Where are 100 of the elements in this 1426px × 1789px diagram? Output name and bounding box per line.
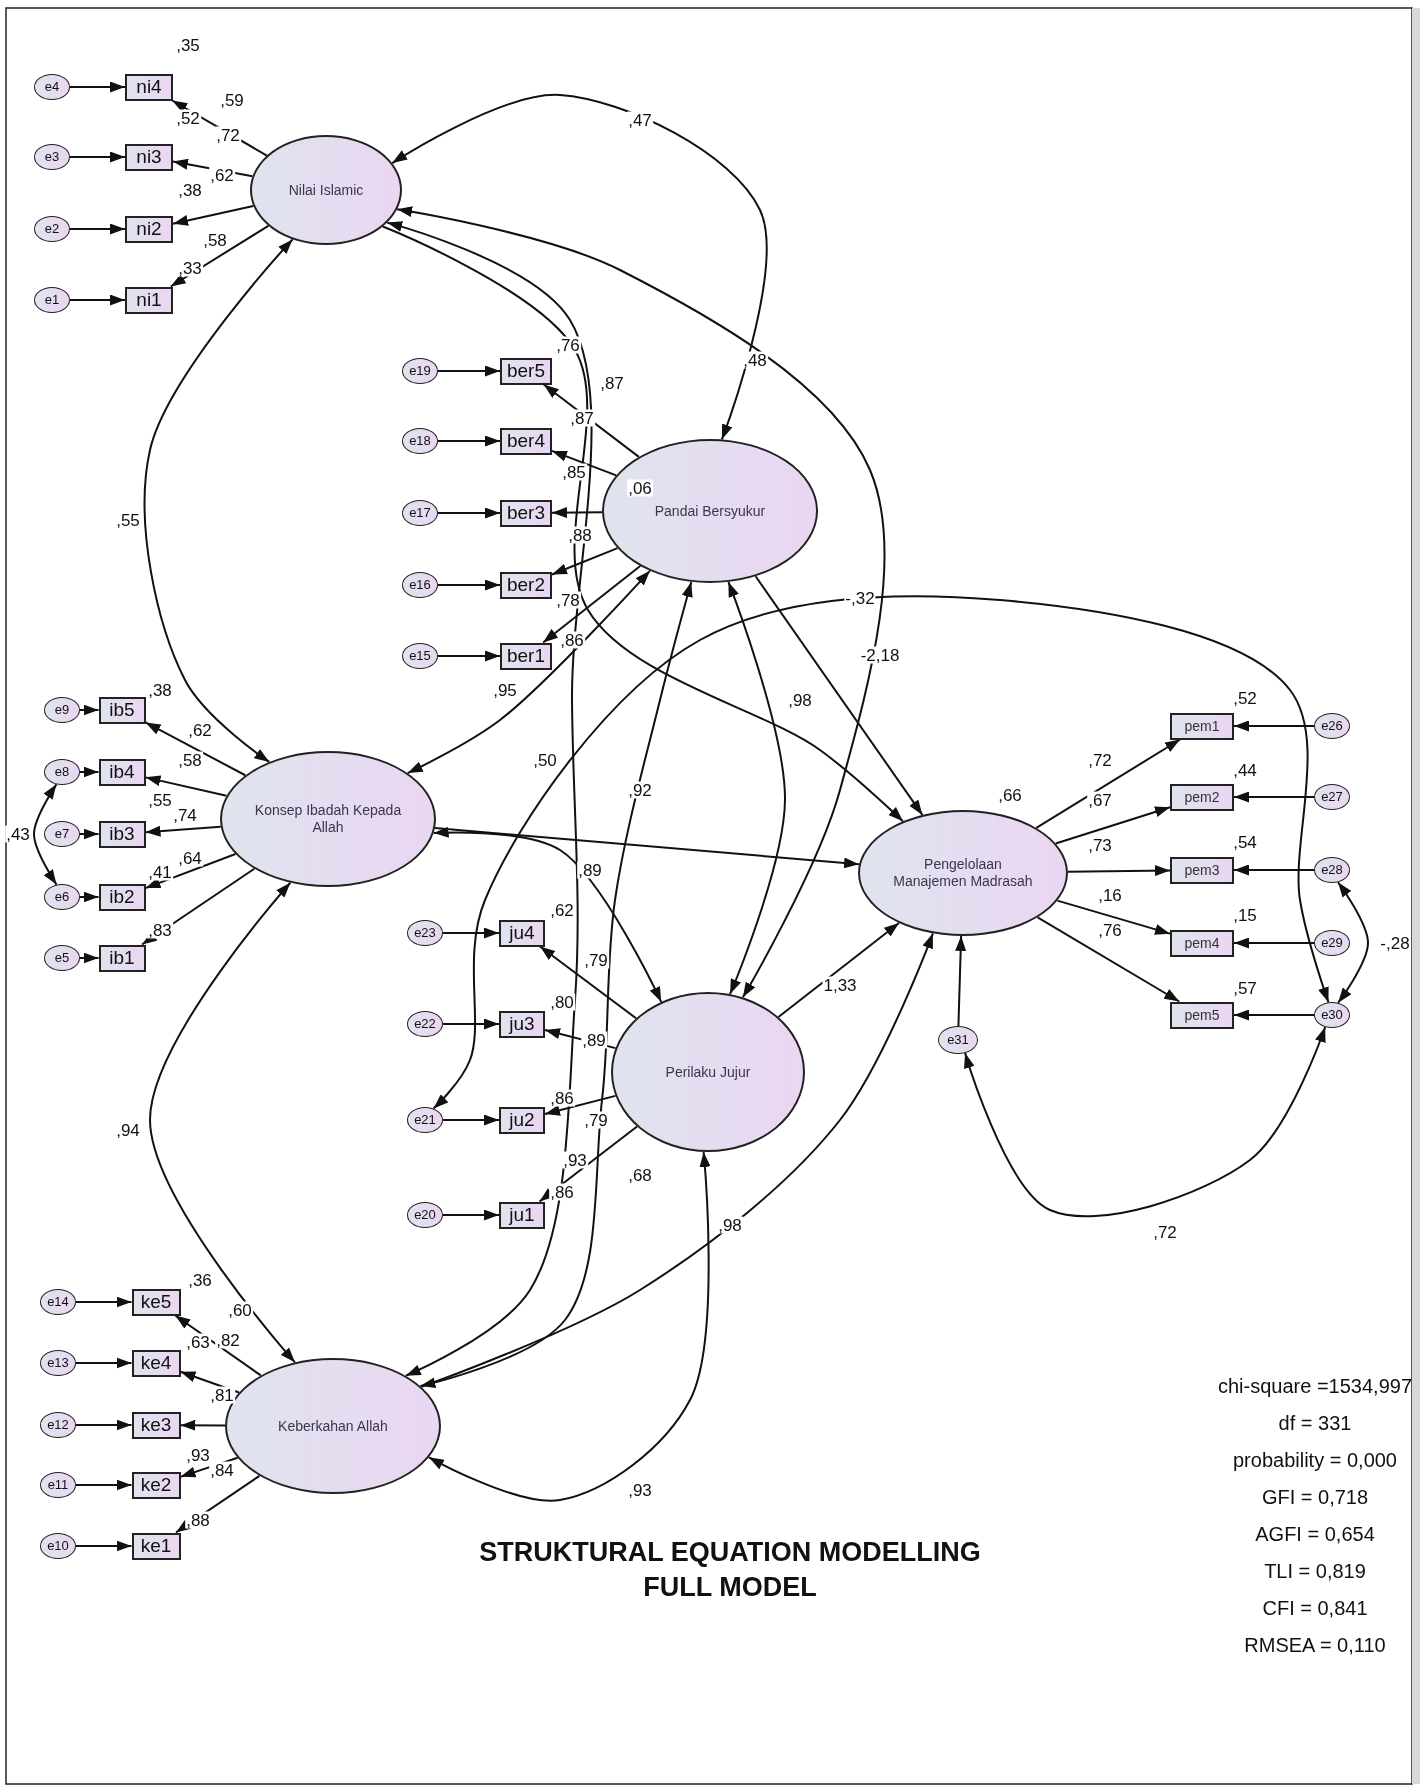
variable-name: e9 bbox=[54, 702, 70, 718]
estimate-value: ,38 bbox=[177, 181, 203, 199]
variable-name: e22 bbox=[414, 1016, 436, 1032]
indicator-box bbox=[1170, 929, 1234, 957]
double-headed-arrow bbox=[427, 1150, 711, 1502]
variable-name: e4 bbox=[44, 79, 60, 95]
indicator-box bbox=[131, 1411, 181, 1439]
error-term-circle bbox=[407, 1107, 443, 1133]
estimate-value: ,87 bbox=[569, 409, 595, 427]
estimate-value: ,81 bbox=[209, 1386, 235, 1404]
error-term-circle bbox=[407, 920, 443, 946]
variable-name: e17 bbox=[409, 505, 431, 521]
error-term-circle bbox=[1314, 784, 1350, 810]
indicator-box bbox=[131, 1349, 181, 1377]
arrow bbox=[551, 507, 603, 519]
variable-name: e28 bbox=[1321, 862, 1343, 878]
variable-name: e27 bbox=[1321, 789, 1343, 805]
estimate-value: ,59 bbox=[219, 91, 245, 109]
variable-name: ju2 bbox=[509, 1108, 535, 1132]
error-term-circle bbox=[402, 572, 438, 598]
arrow bbox=[144, 825, 222, 837]
arrow bbox=[437, 507, 501, 519]
arrow bbox=[79, 952, 100, 964]
variable-name: ke1 bbox=[140, 1534, 172, 1558]
arrow bbox=[69, 294, 126, 306]
variable-name: ber2 bbox=[507, 573, 545, 597]
estimate-value: ,84 bbox=[209, 1461, 235, 1479]
error-term-circle bbox=[44, 884, 80, 910]
estimate-value: ,72 bbox=[1152, 1223, 1178, 1241]
arrow bbox=[1233, 864, 1315, 876]
double-headed-arrow bbox=[964, 1026, 1327, 1218]
indicator-box bbox=[131, 1288, 181, 1316]
indicator-box bbox=[500, 642, 552, 670]
arrow bbox=[172, 205, 255, 226]
variable-name: Keberkahan Allah bbox=[277, 1417, 389, 1435]
variable-name: e31 bbox=[947, 1032, 969, 1048]
variable-name: ke2 bbox=[140, 1473, 172, 1497]
variable-name: e16 bbox=[409, 577, 431, 593]
error-term-circle bbox=[402, 358, 438, 384]
double-headed-arrow bbox=[406, 569, 651, 775]
error-term-circle bbox=[40, 1533, 76, 1559]
variable-name: e5 bbox=[54, 950, 70, 966]
double-headed-arrow bbox=[143, 238, 294, 763]
arrow bbox=[551, 547, 619, 576]
double-headed-arrow bbox=[386, 221, 593, 1377]
variable-name: e1 bbox=[44, 292, 60, 308]
arrow bbox=[179, 1419, 226, 1431]
arrow bbox=[1233, 791, 1315, 803]
arrow bbox=[551, 449, 618, 477]
indicator-box bbox=[98, 758, 146, 786]
estimate-value: ,41 bbox=[147, 863, 173, 881]
variable-name: e21 bbox=[414, 1112, 436, 1128]
arrow bbox=[442, 927, 500, 939]
error-term-circle bbox=[938, 1026, 978, 1054]
arrow bbox=[174, 1314, 262, 1377]
estimate-value: ,98 bbox=[717, 1216, 743, 1234]
estimate-value: ,16 bbox=[1097, 886, 1123, 904]
fit-statistic: chi-square =1534,997 bbox=[1218, 1374, 1412, 1398]
estimate-value: ,50 bbox=[532, 751, 558, 769]
variable-name: pem4 bbox=[1184, 934, 1220, 952]
variable-name: e2 bbox=[44, 221, 60, 237]
variable-name: ni3 bbox=[136, 145, 162, 169]
indicator-box bbox=[499, 1201, 545, 1229]
estimate-value: -,32 bbox=[844, 589, 876, 607]
estimate-value: ,55 bbox=[115, 511, 141, 529]
indicator-box bbox=[499, 919, 545, 947]
double-headed-arrow bbox=[396, 206, 886, 999]
arrow bbox=[1035, 738, 1182, 829]
estimate-value: ,36 bbox=[187, 1271, 213, 1289]
indicator-box bbox=[125, 215, 173, 243]
estimate-value: ,62 bbox=[549, 901, 575, 919]
estimate-value: ,44 bbox=[1232, 761, 1258, 779]
arrow bbox=[381, 225, 904, 823]
estimate-value: ,86 bbox=[559, 631, 585, 649]
variable-name: ib5 bbox=[109, 698, 135, 722]
fit-statistic: df = 331 bbox=[1278, 1411, 1352, 1435]
variable-name: ke3 bbox=[140, 1413, 172, 1437]
estimate-value: ,86 bbox=[549, 1089, 575, 1107]
variable-name: ju3 bbox=[509, 1012, 535, 1036]
estimate-value: ,89 bbox=[577, 861, 603, 879]
variable-name: ib4 bbox=[109, 760, 135, 784]
estimate-value: ,88 bbox=[185, 1511, 211, 1529]
indicator-box bbox=[500, 357, 552, 385]
variable-name: pem2 bbox=[1184, 788, 1220, 806]
arrow bbox=[437, 579, 501, 591]
indicator-box bbox=[131, 1471, 181, 1499]
arrow bbox=[442, 1209, 500, 1221]
variable-name: Pengelolaan Manajemen Madrasah bbox=[892, 856, 1034, 890]
error-term-circle bbox=[407, 1011, 443, 1037]
fit-statistic: RMSEA = 0,110 bbox=[1244, 1633, 1386, 1657]
arrow bbox=[754, 575, 924, 816]
variable-name: ber5 bbox=[507, 359, 545, 383]
estimate-value: ,88 bbox=[567, 526, 593, 544]
double-headed-arrow bbox=[432, 595, 1330, 1110]
error-term-circle bbox=[40, 1289, 76, 1315]
arrow bbox=[79, 704, 100, 716]
fit-statistic: probability = 0,000 bbox=[1233, 1448, 1397, 1472]
estimate-value: ,06 bbox=[627, 479, 653, 497]
arrow bbox=[69, 81, 126, 93]
variable-name: pem5 bbox=[1184, 1006, 1220, 1024]
